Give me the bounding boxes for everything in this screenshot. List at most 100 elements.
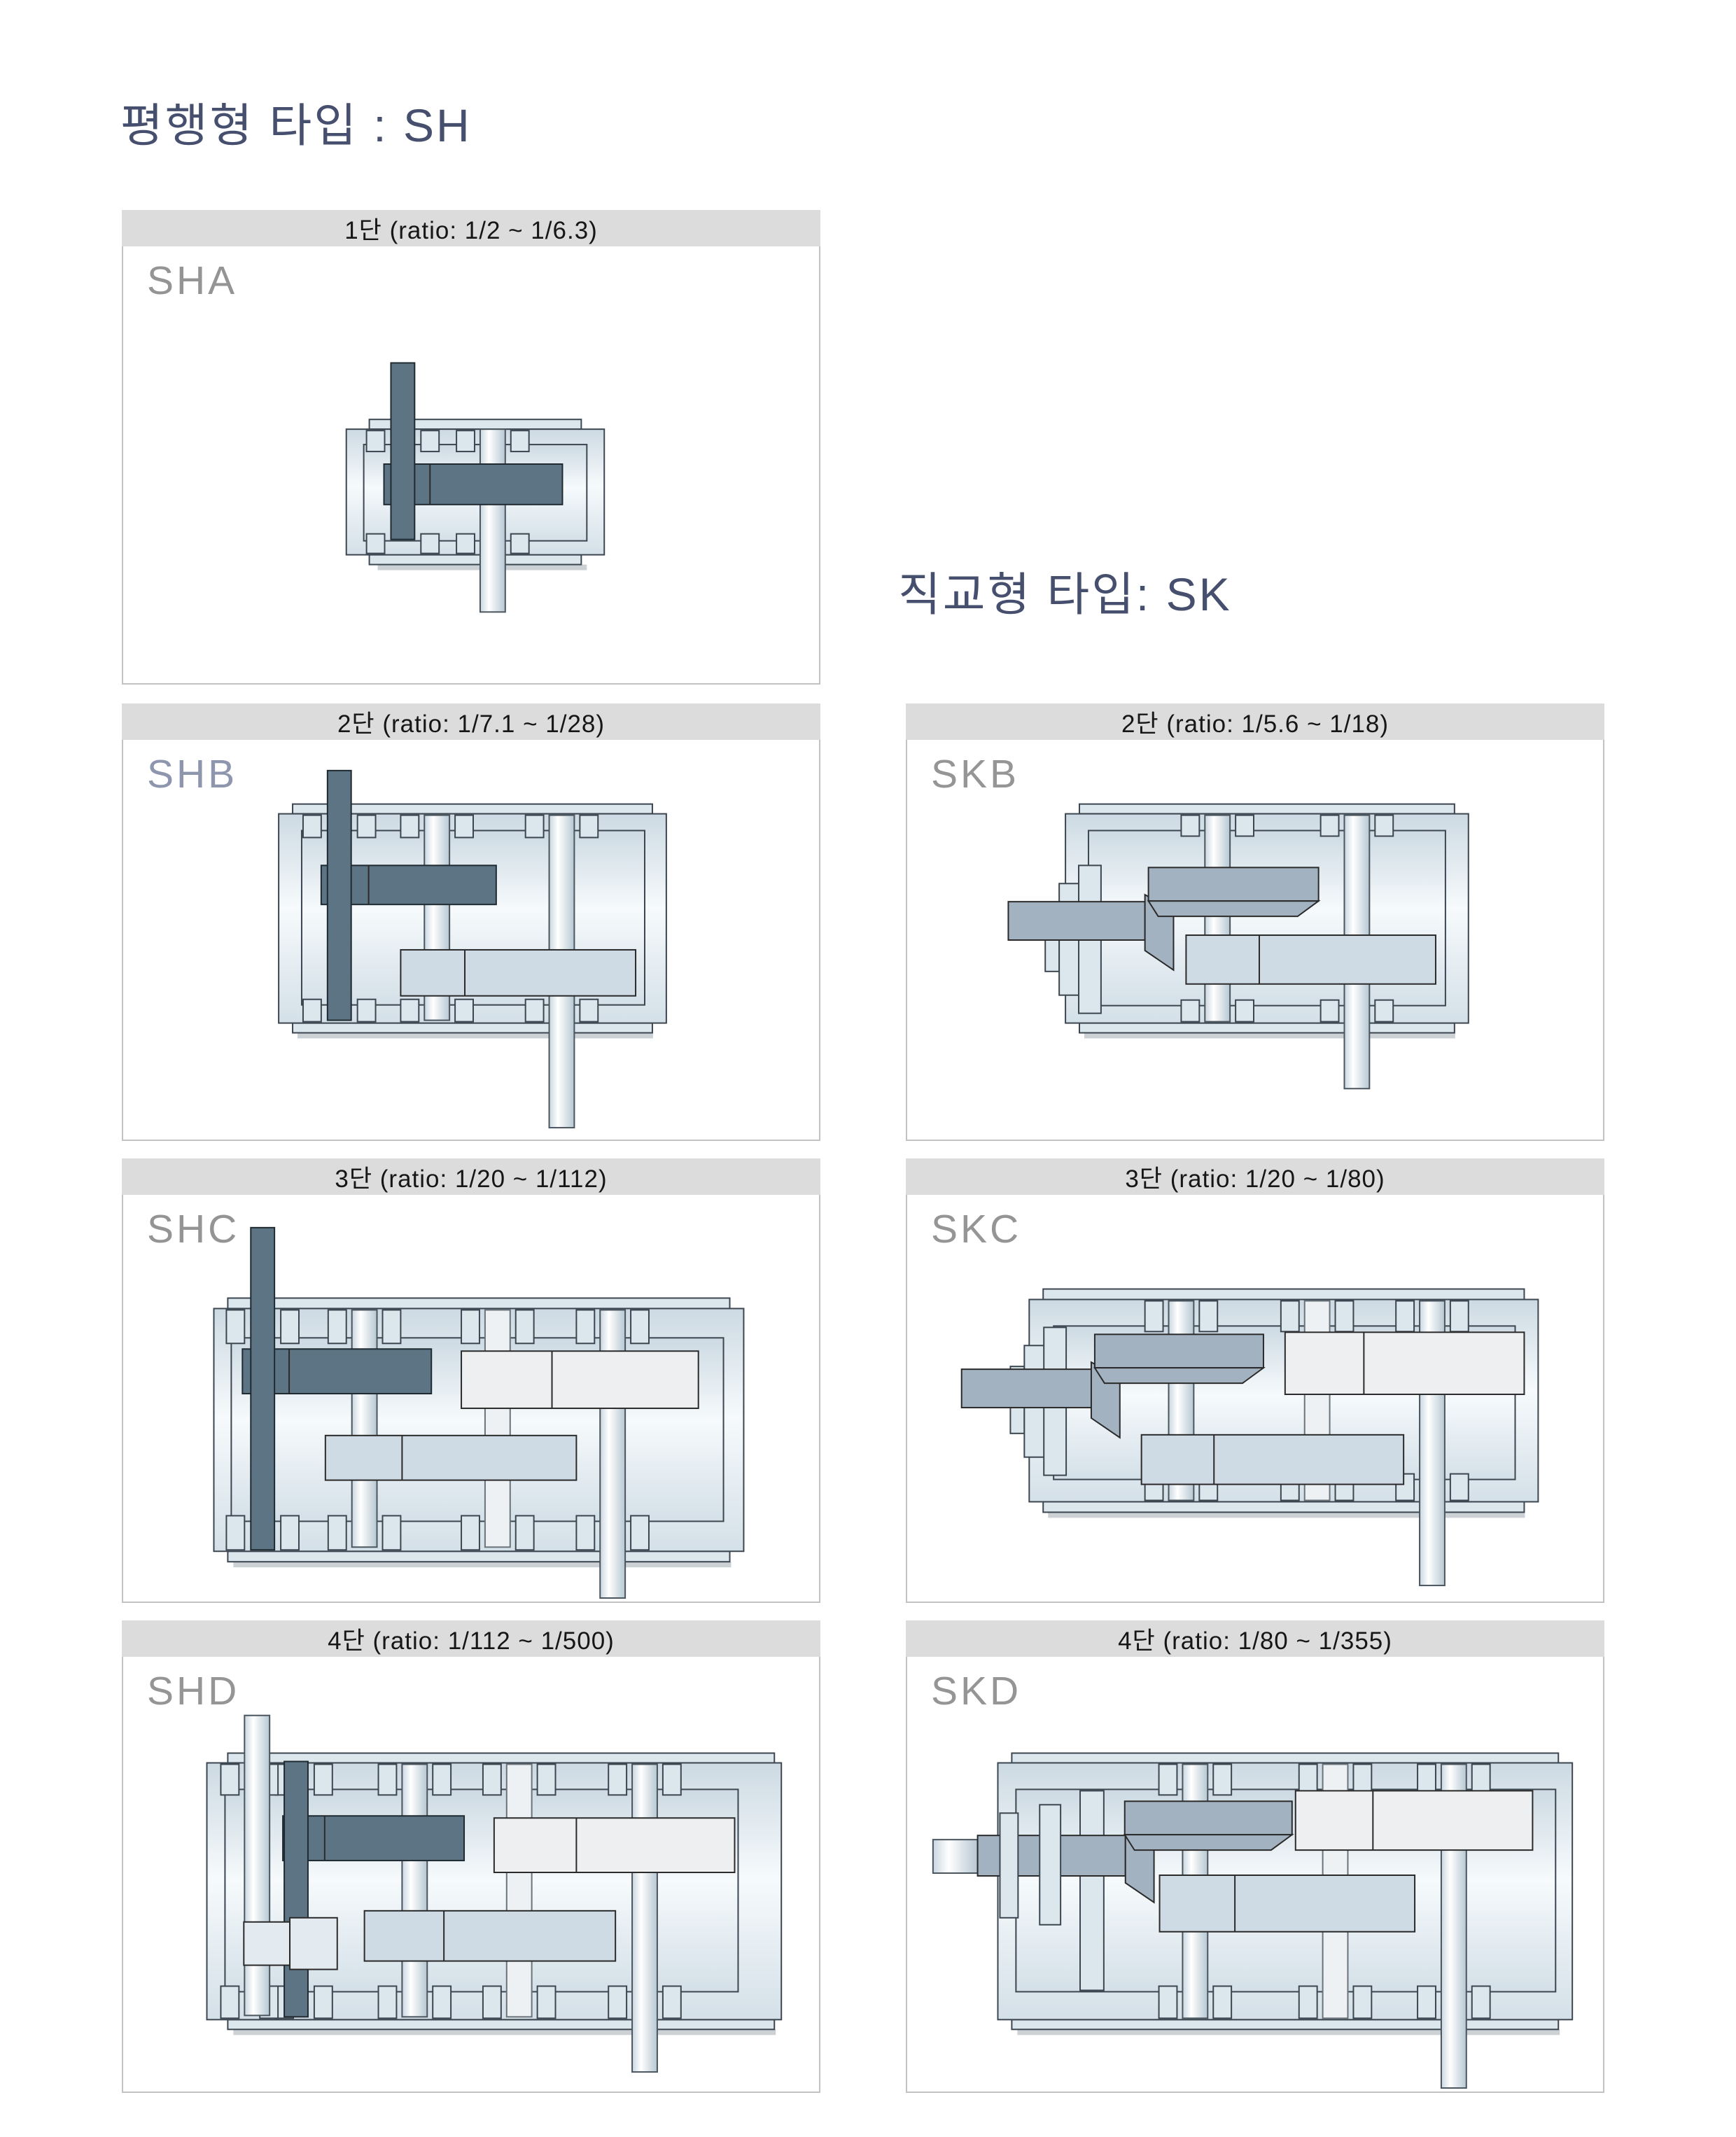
input-shaft [326,769,352,1021]
gearbox-diagram-skc [960,1288,1539,1587]
gearbox-diagram-sha [345,362,606,613]
coupling-disc [999,1812,1019,1919]
top-flange [227,1752,776,1764]
bevel-gear-face [1123,1834,1294,1851]
output-shaft [631,1763,658,2073]
panel-skd-header: 4단 (ratio: 1/80 ~ 1/355) [906,1620,1604,1657]
bearing-blocks [1280,1300,1354,1501]
bottom-flange [1042,1501,1525,1513]
bearing-blocks [1298,1763,1373,2019]
panel-skc: 3단 (ratio: 1/20 ~ 1/80) SKC [906,1158,1604,1603]
housing-shadow [297,1032,653,1039]
gearbox-diagram-shc [213,1226,745,1599]
bearing-blocks [1158,1763,1233,2019]
panel-shd: 4단 (ratio: 1/112 ~ 1/500) SHD [122,1620,820,2093]
gearbox-diagram-skd [932,1752,1574,2089]
bearing-blocks [1180,814,1255,1023]
output-shaft [479,428,506,613]
model-label-shb: SHB [147,752,238,797]
housing-shadow [1048,1512,1525,1518]
bearing-blocks [365,430,440,554]
gearbox-diagram-shd [206,1714,783,2073]
panel-sha-header: 1단 (ratio: 1/2 ~ 1/6.3) [122,210,820,246]
stage3-gear [363,1910,617,1962]
stage3-gear [461,1350,699,1409]
panel-skd-body: SKD [906,1657,1604,2093]
panel-shb-header: 2단 (ratio: 1/7.1 ~ 1/28) [122,703,820,740]
stage2-gear [282,1815,465,1862]
bearing-blocks [1417,1763,1491,2019]
bottom-flange [1011,2019,1560,2031]
third-shaft [401,1763,428,2018]
bearing-blocks [482,1763,556,2019]
bevel-gear-face [1147,900,1321,918]
gearbox-diagram-shb [278,769,667,1129]
panel-shb: 2단 (ratio: 1/7.1 ~ 1/28) SHB [122,703,820,1141]
fourth-shaft [505,1763,533,2018]
input-shaft [960,1368,1093,1408]
top-flange [1011,1752,1560,1764]
bearing-blocks [302,814,377,1023]
third-shaft [484,1309,511,1548]
panel-shd-body: SHD [122,1657,820,2093]
stage2-gear [1140,1434,1405,1485]
bottom-flange [1079,1022,1455,1034]
model-label-shd: SHD [147,1669,240,1714]
input-shaft [390,362,416,540]
stage4-gear [493,1817,736,1874]
panel-shc-header: 3단 (ratio: 1/20 ~ 1/112) [122,1158,820,1195]
intermediate-shaft [351,1309,378,1548]
stage1-gear [289,1917,338,1970]
panel-skc-header: 3단 (ratio: 1/20 ~ 1/80) [906,1158,1604,1195]
model-label-sha: SHA [147,258,238,303]
stage2-gear [400,948,637,997]
panel-skb-body: SKB [906,740,1604,1141]
housing-shadow [233,1562,732,1568]
parallel-type-title: 평행형 타입 : SH [120,99,472,151]
top-flange [1079,803,1455,815]
bottom-flange [368,554,582,566]
panel-skd: 4단 (ratio: 1/80 ~ 1/355) SKD [906,1620,1604,2093]
stage2-gear [324,1434,578,1481]
bearing-blocks [461,1309,535,1551]
panel-skc-body: SKC [906,1195,1604,1603]
coupling-disc [1039,1804,1062,1926]
stage2-gear [1185,934,1436,985]
input-shaft-stub [932,1839,979,1875]
bevel-gear [1147,867,1320,902]
panel-shb-body: SHB [122,740,820,1141]
bearing-blocks [456,430,530,554]
panel-skb: 2단 (ratio: 1/5.6 ~ 1/18) SKB [906,703,1604,1141]
stage1-pinion [243,1921,291,1966]
housing-shadow [1084,1032,1455,1039]
stage3-gear [1158,1874,1416,1933]
panel-shd-header: 4단 (ratio: 1/112 ~ 1/500) [122,1620,820,1657]
model-label-shc: SHC [147,1207,240,1252]
bearing-blocks [377,1763,452,2019]
housing-shadow [233,2029,776,2036]
panel-skb-header: 2단 (ratio: 1/5.6 ~ 1/18) [906,703,1604,740]
intermediate-shaft [1204,814,1231,1023]
panel-sha: 1단 (ratio: 1/2 ~ 1/6.3) SHA [122,210,820,685]
stage3-gear [1284,1331,1525,1396]
model-label-skd: SKD [931,1669,1022,1714]
bevel-gear [1124,1800,1293,1836]
orthogonal-type-title: 직교형 타입: SK [898,568,1232,620]
stage4-gear [1294,1790,1534,1851]
input-shaft [244,1714,271,2017]
second-shaft [284,1760,309,2018]
top-flange [227,1297,731,1310]
panel-shc: 3단 (ratio: 1/20 ~ 1/112) SHC [122,1158,820,1603]
bearing-blocks [1320,814,1394,1023]
top-flange [1042,1288,1525,1301]
bearing-blocks [1395,1300,1469,1501]
bearing-blocks [575,1309,650,1551]
bottom-flange [227,2019,776,2031]
input-shaft [1007,901,1146,941]
panel-sha-body: SHA [122,246,820,685]
input-shaft [250,1226,276,1551]
model-label-skb: SKB [931,752,1020,797]
housing-shadow [1017,2029,1560,2036]
panel-shc-body: SHC [122,1195,820,1603]
